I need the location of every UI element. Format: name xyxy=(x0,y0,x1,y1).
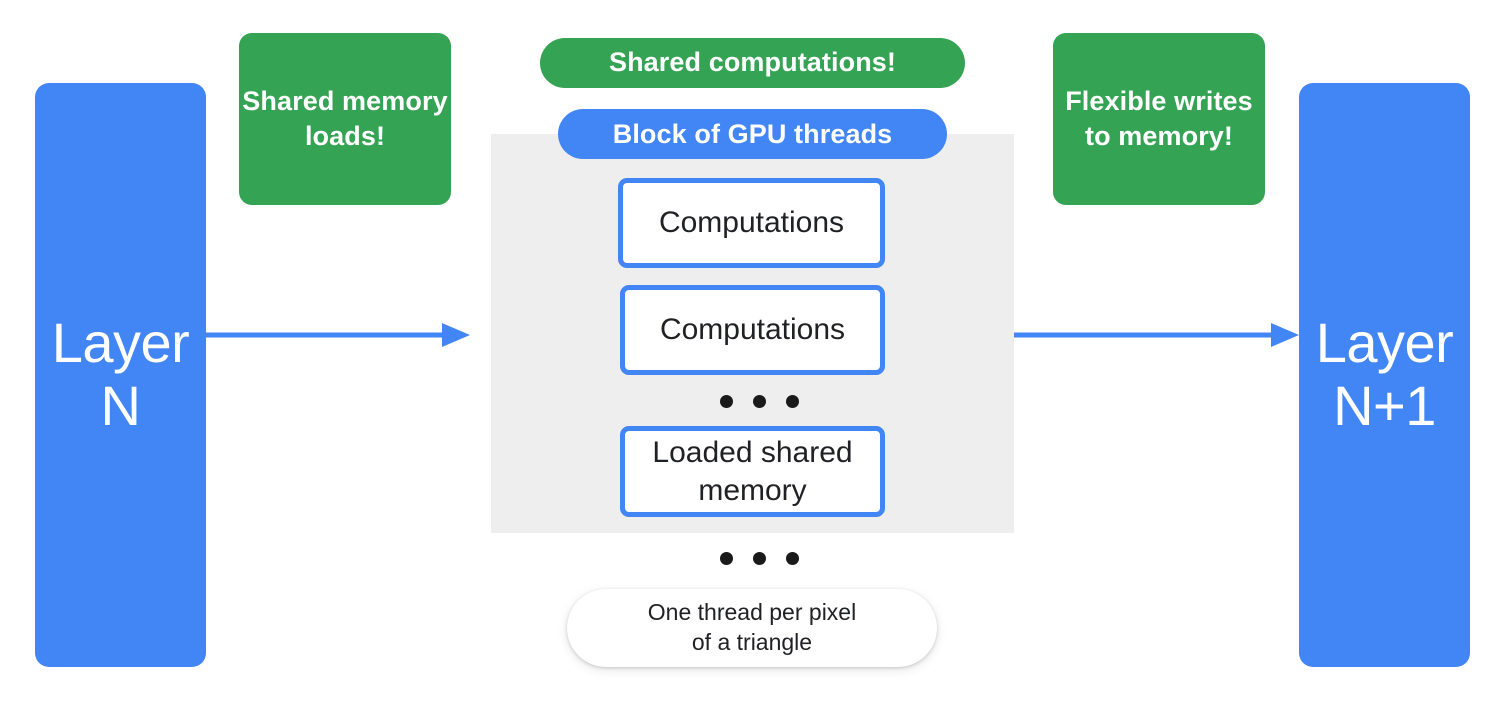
thread-box-computations-2: Computations xyxy=(620,285,885,375)
ellipsis-dot xyxy=(753,395,766,408)
layer-n-plus-1-block: Layer N+1 xyxy=(1299,83,1470,667)
caption-one-thread-per-pixel: One thread per pixel of a triangle xyxy=(567,589,937,667)
label-block-of-gpu-threads: Block of GPU threads xyxy=(558,109,947,159)
layer-n-label-line1: Layer xyxy=(51,311,190,375)
ellipsis-inside-block xyxy=(720,395,799,408)
layer-n-label-line2: N xyxy=(100,374,141,437)
layer-n-label: Layer N xyxy=(52,312,190,437)
layer-n-plus-1-label: Layer N+1 xyxy=(1316,312,1454,437)
ellipsis-dot xyxy=(720,552,733,565)
thread-box-computations-1: Computations xyxy=(618,178,885,268)
ellipsis-dot xyxy=(720,395,733,408)
thread-box-loaded-shared-memory: Loaded shared memory xyxy=(620,426,885,517)
ellipsis-dot xyxy=(786,552,799,565)
callout-shared-computations: Shared computations! xyxy=(540,38,965,88)
ellipsis-below-block xyxy=(720,552,799,565)
layer-n-block: Layer N xyxy=(35,83,206,667)
layer-n-plus-1-label-line2: N+1 xyxy=(1333,374,1436,437)
ellipsis-dot xyxy=(753,552,766,565)
arrow-block-to-layer-n1 xyxy=(1014,323,1299,347)
caption-line2: of a triangle xyxy=(691,629,813,655)
ellipsis-dot xyxy=(786,395,799,408)
callout-shared-memory-loads: Shared memory loads! xyxy=(239,33,451,205)
callout-flexible-writes-to-memory: Flexible writes to memory! xyxy=(1053,33,1265,205)
caption-line1: One thread per pixel xyxy=(647,599,857,626)
arrow-layer-n-to-block xyxy=(206,323,470,347)
layer-n-plus-1-label-line1: Layer xyxy=(1315,311,1454,375)
